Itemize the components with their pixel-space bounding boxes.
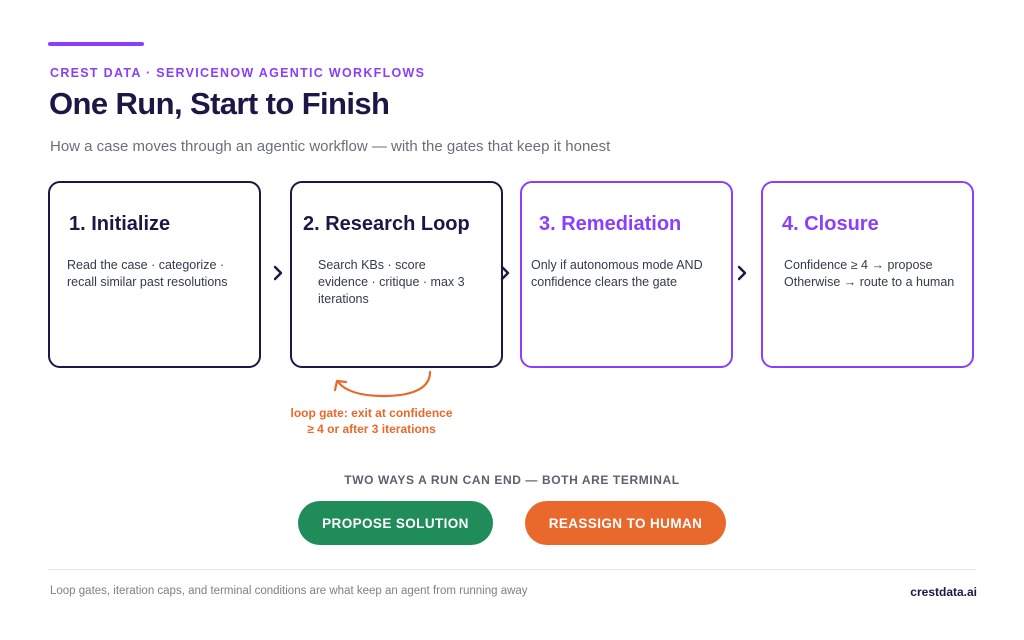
step-title: 4. Closure <box>782 213 879 235</box>
loop-gate-note: loop gate: exit at confidence ≥ 4 or aft… <box>290 406 453 436</box>
step-title: 2. Research Loop <box>303 213 470 235</box>
accent-bar <box>48 42 144 46</box>
footer-divider <box>48 569 976 570</box>
page-title: One Run, Start to Finish <box>49 86 390 121</box>
loop-arrow-icon <box>333 370 432 398</box>
step-description: Search KBs · score evidence · critique ·… <box>318 258 465 306</box>
closure-rule-route: Otherwise → route to a human <box>784 275 955 289</box>
closure-rule-propose: Confidence ≥ 4 → propose <box>784 258 933 272</box>
step-title: 1. Initialize <box>69 213 171 235</box>
step-title: 3. Remediation <box>539 213 682 235</box>
endings-label: TWO WAYS A RUN CAN END — BOTH ARE TERMIN… <box>344 473 680 487</box>
reassign-to-human-button[interactable]: REASSIGN TO HUMAN <box>525 501 726 545</box>
footer-note: Loop gates, iteration caps, and terminal… <box>50 585 528 597</box>
step-card-remediation: 3. Remediation Only if autonomous mode A… <box>520 181 733 368</box>
chevron-right-icon <box>500 265 510 281</box>
step-card-research-loop: 2. Research Loop Search KBs · score evid… <box>290 181 503 368</box>
step-card-closure: 4. Closure Confidence ≥ 4 → propose Othe… <box>761 181 974 368</box>
brand-link[interactable]: crestdata.ai <box>910 585 977 599</box>
chevron-right-icon <box>737 265 747 281</box>
step-card-initialize: 1. Initialize Read the case · categorize… <box>48 181 261 368</box>
step-description: Read the case · categorize · recall simi… <box>67 258 228 289</box>
chevron-right-icon <box>273 265 283 281</box>
eyebrow-label: CREST DATA · SERVICENOW AGENTIC WORKFLOW… <box>50 66 426 80</box>
step-description: Only if autonomous mode AND confidence c… <box>531 258 703 289</box>
page-subtitle: How a case moves through an agentic work… <box>50 138 611 155</box>
step-description: Confidence ≥ 4 → propose Otherwise → rou… <box>784 257 974 291</box>
propose-solution-button[interactable]: PROPOSE SOLUTION <box>298 501 493 545</box>
